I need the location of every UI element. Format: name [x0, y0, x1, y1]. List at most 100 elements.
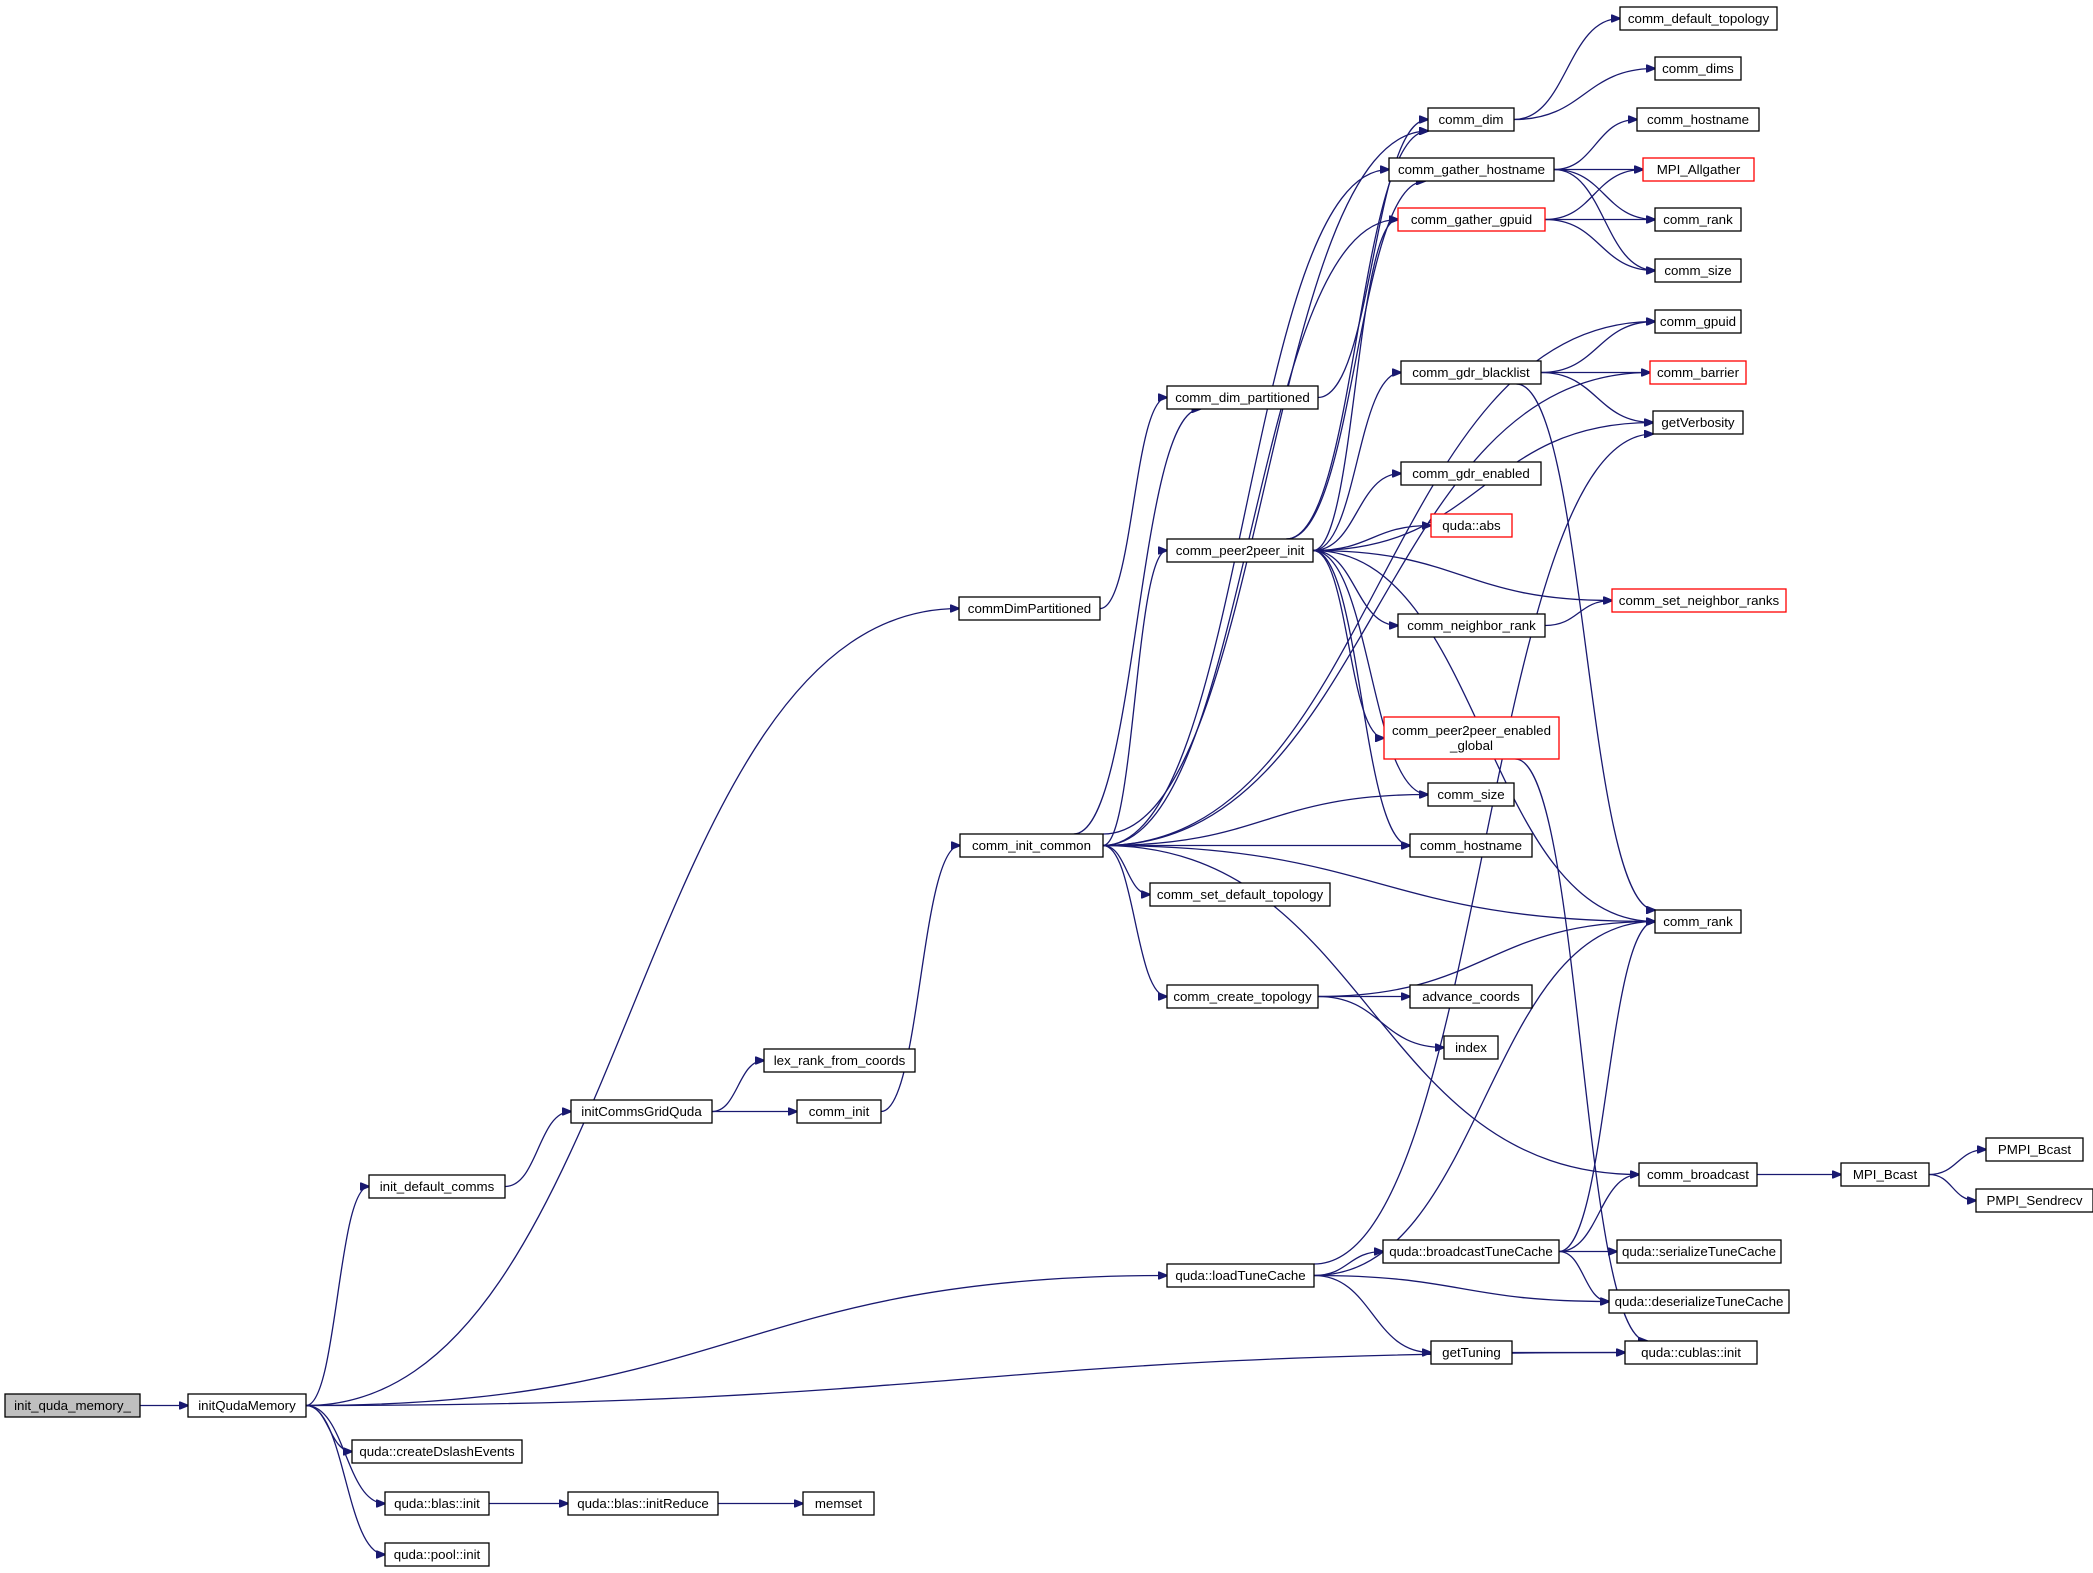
- node-box[interactable]: [1427, 107, 1515, 132]
- node-comm-broadcast[interactable]: comm_broadcast: [1638, 1162, 1758, 1187]
- node-box[interactable]: [1654, 56, 1742, 81]
- node-box[interactable]: [384, 1491, 490, 1516]
- node-box[interactable]: [1636, 107, 1760, 132]
- node-box[interactable]: [1166, 538, 1314, 563]
- node-getverbosity[interactable]: getVerbosity: [1652, 410, 1744, 435]
- node-memset[interactable]: memset: [802, 1491, 875, 1516]
- node-comm-gpuid[interactable]: comm_gpuid: [1654, 309, 1742, 334]
- node-box[interactable]: [958, 596, 1101, 621]
- node-box[interactable]: [1611, 588, 1787, 613]
- node-box[interactable]: [763, 1048, 916, 1073]
- node-gettuning[interactable]: getTuning: [1430, 1340, 1513, 1365]
- node-quda-loadtunecache[interactable]: quda::loadTuneCache: [1166, 1263, 1315, 1288]
- node-box[interactable]: [1166, 984, 1319, 1009]
- node-mpi-allgather[interactable]: MPI_Allgather: [1642, 157, 1755, 182]
- node-quda-createdslashevents[interactable]: quda::createDslashEvents: [351, 1439, 523, 1464]
- node-box[interactable]: [1654, 309, 1742, 334]
- node-comm-gdr-enabled[interactable]: comm_gdr_enabled: [1400, 461, 1542, 486]
- node-box[interactable]: [1840, 1162, 1930, 1187]
- node-box[interactable]: [1400, 360, 1542, 385]
- node-comm-peer2peer-init[interactable]: comm_peer2peer_init: [1166, 538, 1314, 563]
- node-comm-create-topology[interactable]: comm_create_topology: [1166, 984, 1319, 1009]
- node-box[interactable]: [1619, 6, 1778, 31]
- node-comm-set-neighbor-ranks[interactable]: comm_set_neighbor_ranks: [1611, 588, 1787, 613]
- node-mpi-bcast[interactable]: MPI_Bcast: [1840, 1162, 1930, 1187]
- node-box[interactable]: [1166, 385, 1319, 410]
- node-comm-rank-top[interactable]: comm_rank: [1654, 207, 1742, 232]
- node-init-default-comms[interactable]: init_default_comms: [368, 1174, 506, 1199]
- node-pmpi-bcast[interactable]: PMPI_Bcast: [1985, 1137, 2084, 1162]
- node-box[interactable]: [384, 1542, 490, 1567]
- node-comm-default-topology[interactable]: comm_default_topology: [1619, 6, 1778, 31]
- node-quda-deserializetunecache[interactable]: quda::deserializeTuneCache: [1608, 1289, 1790, 1314]
- node-box[interactable]: [1430, 513, 1513, 538]
- node-box[interactable]: [1388, 157, 1555, 182]
- node-box[interactable]: [368, 1174, 506, 1199]
- node-initcommsgridquda[interactable]: initCommsGridQuda: [570, 1099, 713, 1124]
- node-box[interactable]: [570, 1099, 713, 1124]
- node-box[interactable]: [4, 1393, 141, 1418]
- node-pmpi-sendrecv[interactable]: PMPI_Sendrecv: [1975, 1188, 2093, 1213]
- node-initqudamemory[interactable]: initQudaMemory: [187, 1393, 307, 1418]
- node-comm-dim-partitioned[interactable]: comm_dim_partitioned: [1166, 385, 1319, 410]
- node-comm-gather-gpuid[interactable]: comm_gather_gpuid: [1397, 207, 1546, 232]
- node-box[interactable]: [1654, 207, 1742, 232]
- node-box[interactable]: [1985, 1137, 2084, 1162]
- node-comm-gather-hostname[interactable]: comm_gather_hostname: [1388, 157, 1555, 182]
- node-comm-init[interactable]: comm_init: [796, 1099, 882, 1124]
- node-comm-barrier[interactable]: comm_barrier: [1649, 360, 1747, 385]
- node-box[interactable]: [1400, 461, 1542, 486]
- node-box[interactable]: [1409, 833, 1533, 858]
- node-comm-size-mid[interactable]: comm_size: [1427, 782, 1515, 807]
- node-box[interactable]: [1382, 1239, 1560, 1264]
- node-quda-blas-init[interactable]: quda::blas::init: [384, 1491, 490, 1516]
- node-comm-gdr-blacklist[interactable]: comm_gdr_blacklist: [1400, 360, 1542, 385]
- node-box[interactable]: [351, 1439, 523, 1464]
- node-box[interactable]: [1652, 410, 1744, 435]
- node-advance-coords[interactable]: advance_coords: [1409, 984, 1533, 1009]
- node-box[interactable]: [1642, 157, 1755, 182]
- node-box[interactable]: [1430, 1340, 1513, 1365]
- node-comm-dims[interactable]: comm_dims: [1654, 56, 1742, 81]
- node-box[interactable]: [796, 1099, 882, 1124]
- node-box[interactable]: [1975, 1188, 2093, 1213]
- node-box[interactable]: [1383, 716, 1560, 760]
- node-quda-abs[interactable]: quda::abs: [1430, 513, 1513, 538]
- node-box[interactable]: [187, 1393, 307, 1418]
- node-quda-pool-init[interactable]: quda::pool::init: [384, 1542, 490, 1567]
- node-comm-hostname-mid[interactable]: comm_hostname: [1409, 833, 1533, 858]
- node-index[interactable]: index: [1443, 1035, 1499, 1060]
- node-box[interactable]: [1638, 1162, 1758, 1187]
- node-quda-broadcasttunecache[interactable]: quda::broadcastTuneCache: [1382, 1239, 1560, 1264]
- node-box[interactable]: [802, 1491, 875, 1516]
- node-comm-hostname-top[interactable]: comm_hostname: [1636, 107, 1760, 132]
- node-box[interactable]: [1166, 1263, 1315, 1288]
- node-comm-set-default-topology[interactable]: comm_set_default_topology: [1149, 882, 1331, 907]
- node-comm-size-top[interactable]: comm_size: [1654, 258, 1742, 283]
- node-box[interactable]: [567, 1491, 719, 1516]
- node-box[interactable]: [1397, 613, 1546, 638]
- node-comm-peer2peer-enabled-global[interactable]: comm_peer2peer_enabled_global: [1383, 716, 1560, 760]
- node-box[interactable]: [1397, 207, 1546, 232]
- node-box[interactable]: [959, 833, 1104, 858]
- node-quda-serializetunecache[interactable]: quda::serializeTuneCache: [1616, 1239, 1782, 1264]
- node-box[interactable]: [1409, 984, 1533, 1009]
- node-comm-dim[interactable]: comm_dim: [1427, 107, 1515, 132]
- node-box[interactable]: [1649, 360, 1747, 385]
- node-quda-blas-initreduce[interactable]: quda::blas::initReduce: [567, 1491, 719, 1516]
- node-quda-cublas-init[interactable]: quda::cublas::init: [1624, 1340, 1758, 1365]
- node-box[interactable]: [1654, 258, 1742, 283]
- node-box[interactable]: [1624, 1340, 1758, 1365]
- node-comm-init-common[interactable]: comm_init_common: [959, 833, 1104, 858]
- node-box[interactable]: [1443, 1035, 1499, 1060]
- node-comm-neighbor-rank[interactable]: comm_neighbor_rank: [1397, 613, 1546, 638]
- node-box[interactable]: [1616, 1239, 1782, 1264]
- node-box[interactable]: [1427, 782, 1515, 807]
- node-comm-rank-mid[interactable]: comm_rank: [1654, 909, 1742, 934]
- node-commdimpartitioned[interactable]: commDimPartitioned: [958, 596, 1101, 621]
- node-box[interactable]: [1654, 909, 1742, 934]
- node-box[interactable]: [1149, 882, 1331, 907]
- node-init-quda-memory[interactable]: init_quda_memory_: [4, 1393, 141, 1418]
- node-box[interactable]: [1608, 1289, 1790, 1314]
- node-lex-rank-from-coords[interactable]: lex_rank_from_coords: [763, 1048, 916, 1073]
